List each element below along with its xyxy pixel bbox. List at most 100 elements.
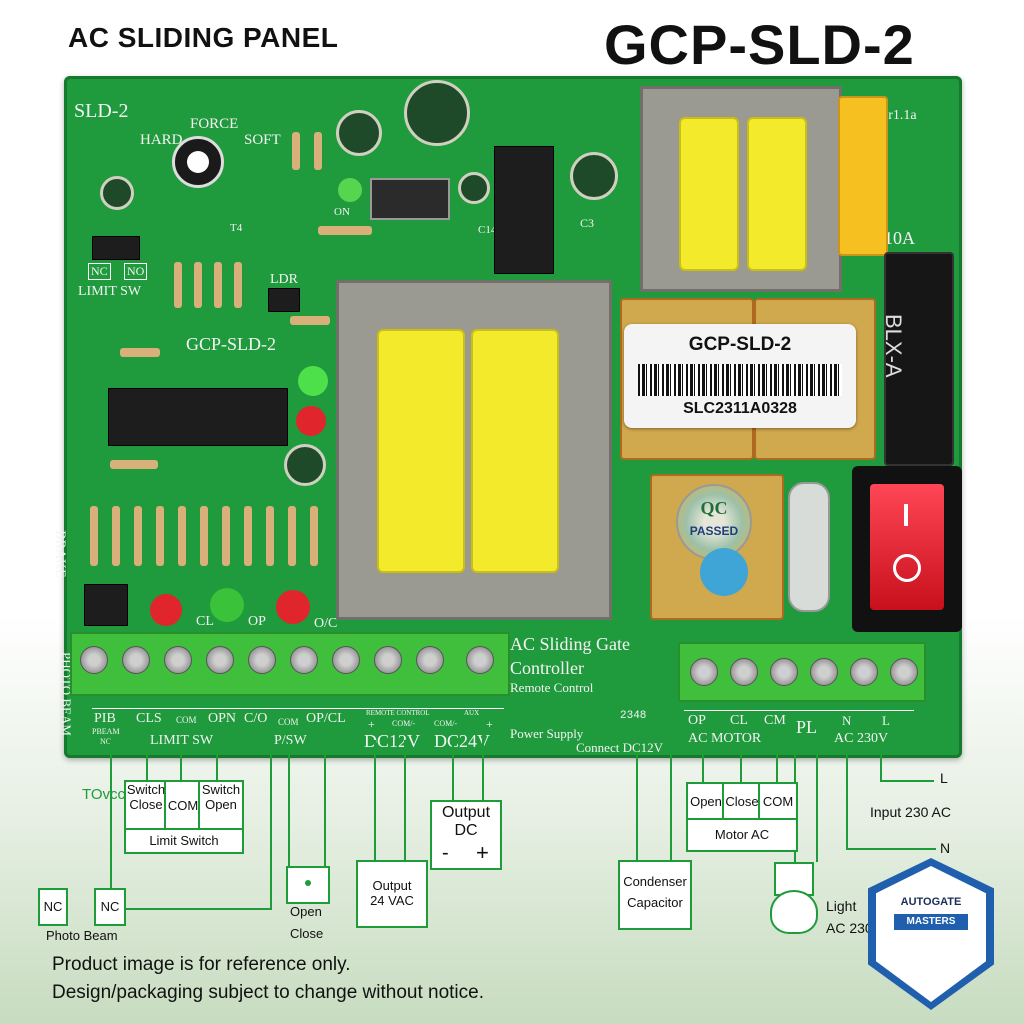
brand-line1: AUTOGATE <box>900 896 962 908</box>
silk-nc: NC <box>88 263 111 280</box>
close-text: Close <box>290 926 324 941</box>
wire <box>112 908 272 910</box>
product-label: GCP-SLD-2 SLC2311A0328 <box>624 324 856 428</box>
small-transformer <box>640 86 842 292</box>
label-opn: OPN <box>208 711 237 726</box>
resistor <box>234 262 242 308</box>
wire <box>110 740 112 890</box>
label-ac-motor: AC MOTOR <box>688 731 762 746</box>
motor-open-text: Open <box>690 794 722 809</box>
capacitor <box>284 444 326 486</box>
limit-switch-close-box: Switch Close <box>124 780 168 832</box>
wire <box>880 780 934 782</box>
push-button-dot <box>305 880 311 886</box>
silk-ldr: LDR <box>270 272 298 287</box>
transformer-coil <box>747 117 807 271</box>
blue-capacitor <box>700 548 748 596</box>
silk-soft: SOFT <box>244 132 281 148</box>
terminal-screw[interactable] <box>332 646 360 674</box>
terminal-screw[interactable] <box>80 646 108 674</box>
label-com-minus: COM/- <box>392 719 416 728</box>
terminal-screw[interactable] <box>690 658 718 686</box>
light-line2: AC 230 <box>826 920 873 936</box>
silk-version: er1.1a <box>882 108 917 123</box>
terminal-screw[interactable] <box>122 646 150 674</box>
limit-switch-text: Limit Switch <box>149 833 219 848</box>
terminal-screw[interactable] <box>374 646 402 674</box>
output-dc-line1: Output <box>441 804 491 821</box>
terminal-screw[interactable] <box>770 658 798 686</box>
label-l: L <box>882 713 890 728</box>
label-co: C/O <box>244 711 268 726</box>
limit-jumper[interactable] <box>92 236 140 260</box>
label-plus: + <box>368 717 375 731</box>
input-l-label: L <box>940 770 948 786</box>
label-com-minus2: COM/- <box>434 719 458 728</box>
brand-line2: MASTERS <box>894 914 968 930</box>
voltage-regulator <box>370 178 450 220</box>
switch-on-mark <box>904 504 908 526</box>
switch-off-mark <box>893 554 921 582</box>
force-potentiometer[interactable] <box>172 136 224 188</box>
to-vcc-label: TOvcc <box>82 786 126 803</box>
silk-on: ON <box>334 206 350 218</box>
label-pbeam: PBEAM <box>92 727 120 736</box>
terminal-screw[interactable] <box>730 658 758 686</box>
power-switch-rocker[interactable] <box>870 484 944 610</box>
led-red <box>296 406 326 436</box>
power-resistor <box>788 482 830 612</box>
label-serial: SLC2311A0328 <box>683 400 797 417</box>
switch-open-text: Switch Open <box>201 782 241 812</box>
terminal-screw[interactable] <box>890 658 918 686</box>
silk-hard: HARD <box>140 132 183 148</box>
wire <box>880 752 882 782</box>
resistor <box>314 132 322 170</box>
microcontroller-chip <box>108 388 288 446</box>
brake-jumper[interactable] <box>84 584 128 626</box>
terminal-screw[interactable] <box>248 646 276 674</box>
pcb-board: SLD-2 FORCE HARD SOFT er1.1a F10A LDR NC… <box>53 76 962 758</box>
output-dc-minus: - <box>442 842 449 864</box>
fuse-holder[interactable]: BLX-A <box>881 252 954 466</box>
silk-sld2: SLD-2 <box>74 100 129 122</box>
output-dc-plus: + <box>476 840 489 865</box>
label-op: OP <box>688 713 706 728</box>
photo-beam-nc-left: NC <box>38 888 68 926</box>
label-cls: CLS <box>136 711 162 726</box>
model-title: GCP-SLD-2 <box>604 13 915 76</box>
ldr-jumper[interactable] <box>268 288 300 312</box>
label-dc12v: DC12V <box>364 731 421 751</box>
label-dc24v: DC24V <box>434 731 491 751</box>
label-cm: CM <box>764 713 786 728</box>
silk-connect-dc12v: Connect DC12V <box>576 740 664 755</box>
wire <box>324 740 326 870</box>
label-pbeam-nc: NC <box>100 737 112 746</box>
terminal-block-right <box>678 642 926 702</box>
film-capacitor <box>838 96 888 256</box>
power-switch[interactable] <box>852 466 962 632</box>
resistor <box>290 316 330 325</box>
condenser-line2: Capacitor <box>627 895 683 910</box>
lamp-bulb-icon <box>770 890 818 934</box>
resistor <box>194 262 202 308</box>
condenser-capacitor-box: Condenser Capacitor <box>618 860 692 930</box>
terminal-screw[interactable] <box>416 646 444 674</box>
wire <box>146 740 148 780</box>
terminal-screw[interactable] <box>810 658 838 686</box>
terminal-screw[interactable] <box>466 646 494 674</box>
silk-power-supply: Power Supply <box>510 726 584 741</box>
footer-disclaimer-1: Product image is for reference only. <box>52 954 351 975</box>
terminal-screw[interactable] <box>290 646 318 674</box>
terminal-screw[interactable] <box>850 658 878 686</box>
motor-ac-box: Motor AC <box>686 818 798 852</box>
terminal-screw[interactable] <box>206 646 234 674</box>
brand-badge-inner <box>876 866 986 1002</box>
photo-beam-label: Photo Beam <box>46 928 118 943</box>
terminal-screw[interactable] <box>164 646 192 674</box>
page-title: AC SLIDING PANEL <box>68 22 339 53</box>
led-op <box>210 588 244 622</box>
wire <box>776 752 778 782</box>
wire <box>180 740 182 780</box>
motor-close-box: Close <box>722 782 762 822</box>
wire <box>670 752 672 862</box>
